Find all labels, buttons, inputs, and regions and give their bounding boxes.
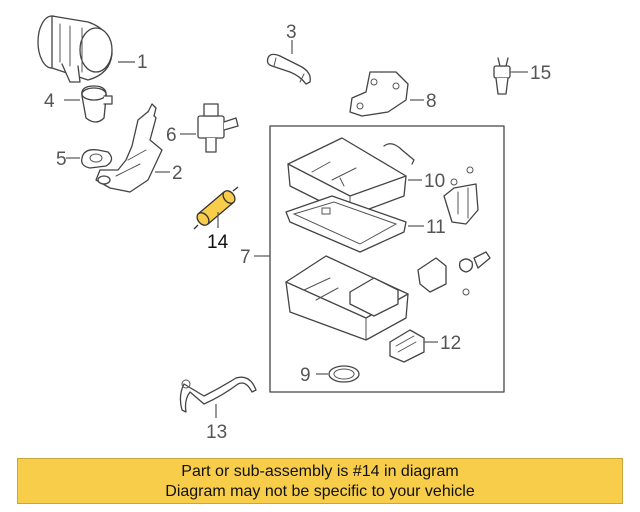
callout-14: 14 — [207, 232, 229, 253]
banner-line-1: Part or sub-assembly is #14 in diagram — [181, 463, 459, 480]
part-8-mounting-bracket[interactable] — [349, 71, 409, 117]
callout-3: 3 — [286, 22, 297, 43]
part-info-banner: Part or sub-assembly is #14 in diagram D… — [17, 458, 623, 504]
callout-6: 6 — [166, 125, 177, 146]
callout-2: 2 — [172, 163, 183, 184]
part-11-filter-element[interactable] — [285, 195, 407, 253]
part-12-connector[interactable] — [389, 329, 425, 363]
callout-8: 8 — [426, 91, 437, 112]
callout-10: 10 — [424, 171, 445, 192]
part-9-ring[interactable] — [328, 365, 360, 383]
part-1-air-pump[interactable] — [37, 15, 113, 83]
banner-line-2: Diagram may not be specific to your vehi… — [165, 483, 475, 500]
part-10-upper-housing[interactable] — [287, 137, 479, 225]
part-2-bracket[interactable] — [95, 103, 163, 193]
callout-13: 13 — [206, 422, 227, 443]
callout-5: 5 — [56, 149, 67, 170]
part-3-hose[interactable] — [266, 53, 311, 85]
part-4-valve[interactable] — [81, 85, 113, 123]
part-7-lower-case[interactable] — [285, 255, 409, 341]
callout-12: 12 — [440, 333, 461, 354]
callout-4: 4 — [44, 91, 55, 112]
part-6-solenoid[interactable] — [197, 103, 239, 153]
callout-1: 1 — [137, 52, 148, 73]
part-7-assembly-frame — [269, 125, 505, 393]
callout-15: 15 — [530, 63, 551, 84]
part-7-side-fittings[interactable] — [417, 251, 491, 296]
part-14-filter[interactable] — [193, 186, 239, 230]
callout-7: 7 — [240, 247, 251, 268]
part-15-sensor[interactable] — [493, 57, 519, 95]
callout-9: 9 — [300, 365, 311, 386]
callout-11: 11 — [426, 217, 446, 238]
part-13-hose[interactable] — [179, 376, 257, 413]
part-5-gasket[interactable] — [81, 149, 113, 169]
parts-diagram: 1 4 5 2 3 6 14 — [37, 15, 551, 443]
